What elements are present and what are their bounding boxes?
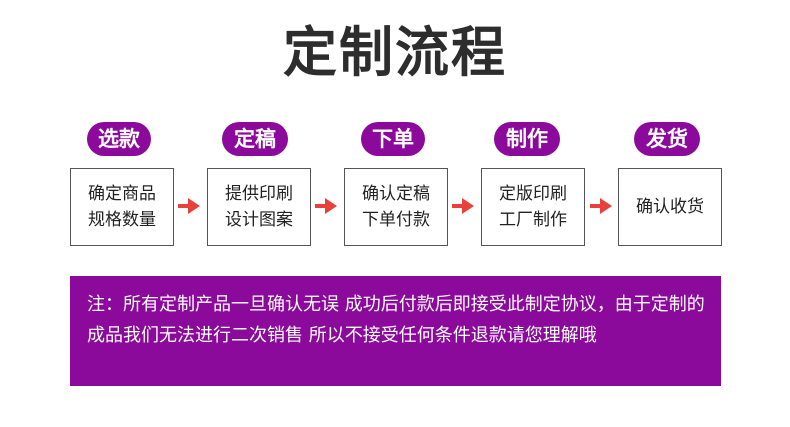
step-box-line: 确定商品 [88,184,156,204]
step-box-ship: 确认收货 [618,168,722,246]
step-box-produce: 定版印刷 工厂制作 [481,168,585,246]
step-label-finalize: 定稿 [222,122,288,156]
step-box-line: 设计图案 [225,210,293,230]
step-box-line: 确认定稿 [362,184,430,204]
arrow-right-icon [452,198,474,214]
step-box-line: 下单付款 [362,210,430,230]
page-title: 定制流程 [283,21,507,84]
arrow-right-icon [590,198,612,214]
step-label-select: 选款 [87,122,151,156]
step-label-order: 下单 [361,122,425,156]
step-box-line: 定版印刷 [499,184,567,204]
notice-box: 注：所有定制产品一旦确认无误 成功后付款后即接受此制定协议，由于定制的成品我们无… [70,276,721,386]
arrow-right-icon [315,198,337,214]
notice-text: 注：所有定制产品一旦确认无误 成功后付款后即接受此制定协议，由于定制的成品我们无… [87,294,705,346]
step-box-line: 工厂制作 [499,210,567,230]
step-box-line: 确认收货 [636,197,704,217]
step-label-ship: 发货 [634,122,700,156]
arrow-right-icon [178,198,200,214]
step-box-line: 规格数量 [88,210,156,230]
step-label-produce: 制作 [494,122,560,156]
step-box-select: 确定商品 规格数量 [70,168,174,246]
step-box-finalize: 提供印刷 设计图案 [207,168,311,246]
step-box-line: 提供印刷 [225,184,293,204]
step-box-order: 确认定稿 下单付款 [344,168,448,246]
